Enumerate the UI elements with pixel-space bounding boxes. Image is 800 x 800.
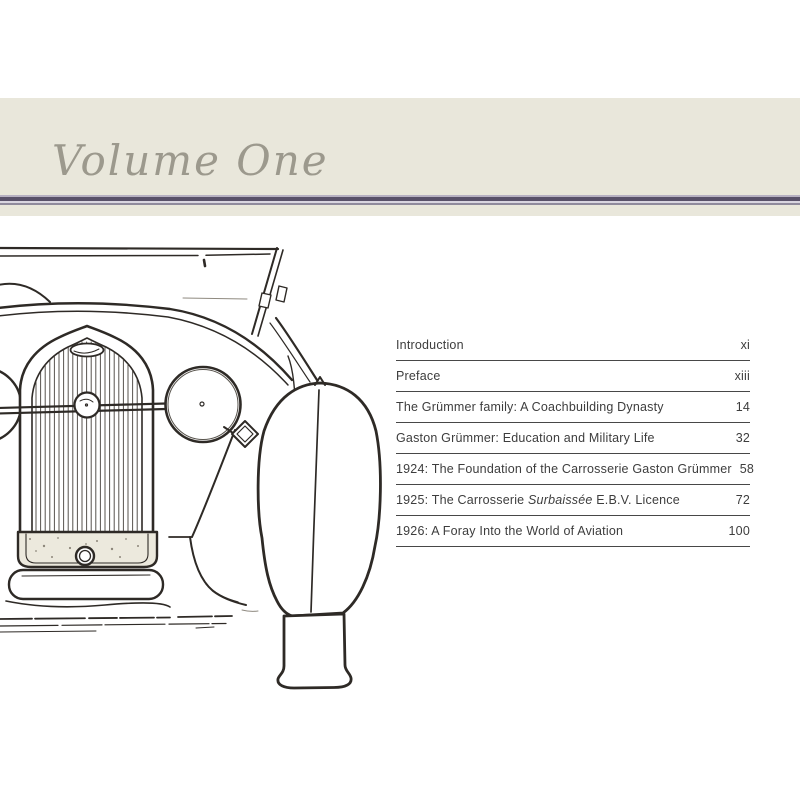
volume-header: Volume One (0, 98, 800, 216)
table-of-contents: Introduction xi Preface xiii The Grümmer… (396, 330, 754, 547)
toc-entry-1924-foundation[interactable]: 1924: The Foundation of the Carrosserie … (396, 454, 754, 485)
toc-entry-label: Preface (396, 369, 441, 383)
toc-entry-page-number: 72 (735, 493, 750, 507)
toc-entry-page-number: 100 (728, 524, 750, 538)
toc-entry-label: Introduction (396, 338, 464, 352)
toc-entry-page-number: xi (740, 338, 750, 352)
toc-entry-page-number: 58 (739, 462, 755, 476)
toc-entry-page-number: 32 (735, 431, 750, 445)
toc-entry-page-number: xiii (734, 369, 750, 383)
toc-entry-introduction[interactable]: Introduction xi (396, 330, 750, 361)
toc-entry-label: 1924: The Foundation of the Carrosserie … (396, 462, 732, 476)
toc-entry-grummer-family[interactable]: The Grümmer family: A Coachbuilding Dyna… (396, 392, 750, 423)
toc-entry-label: The Grümmer family: A Coachbuilding Dyna… (396, 400, 664, 414)
toc-entry-label: 1925: The Carrosserie Surbaissée E.B.V. … (396, 493, 680, 507)
toc-entry-1925-licence[interactable]: 1925: The Carrosserie Surbaissée E.B.V. … (396, 485, 750, 516)
toc-entry-page-number: 14 (735, 400, 750, 414)
toc-entry-preface[interactable]: Preface xiii (396, 361, 750, 392)
toc-entry-label: 1926: A Foray Into the World of Aviation (396, 524, 624, 538)
volume-title: Volume One (52, 136, 329, 185)
toc-entry-education-military[interactable]: Gaston Grümmer: Education and Military L… (396, 423, 750, 454)
toc-entry-label: Gaston Grümmer: Education and Military L… (396, 431, 655, 445)
car-front-sketch-illustration (0, 238, 392, 690)
toc-entry-1926-aviation[interactable]: 1926: A Foray Into the World of Aviation… (396, 516, 750, 547)
decorative-rule (0, 195, 800, 205)
